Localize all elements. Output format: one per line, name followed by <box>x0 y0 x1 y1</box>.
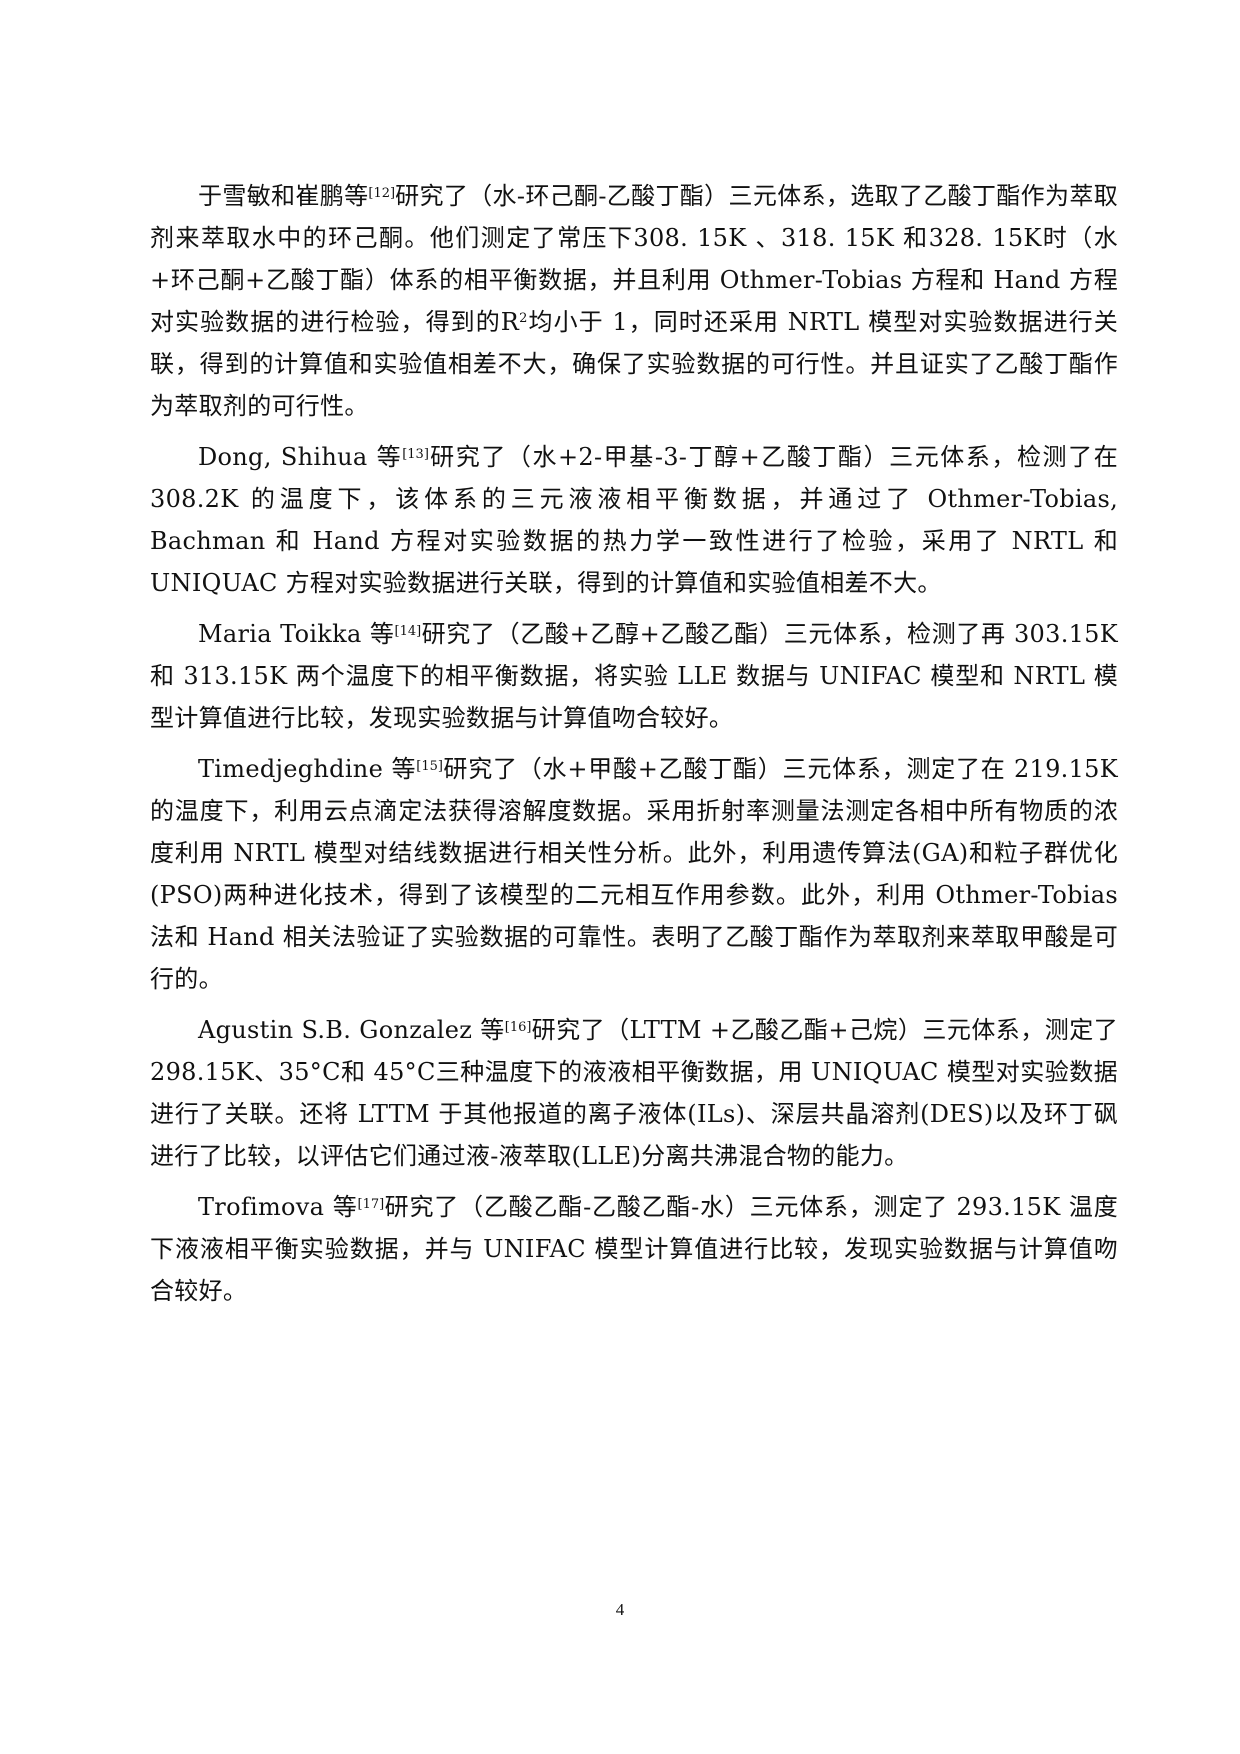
paragraph-3: Maria Toikka 等[14]研究了（乙酸+乙醇+乙酸乙酯）三元体系，检测… <box>150 613 1118 739</box>
paragraph-text: 研究了（乙酸+乙醇+乙酸乙酯）三元体系，检测了再 303.15K 和 313.1… <box>150 620 1118 732</box>
author-text: Dong, Shihua 等 <box>198 443 403 471</box>
paragraph-text: 研究了（乙酸乙酯-乙酸乙酯-水）三元体系，测定了 293.15K 温度下液液相平… <box>150 1193 1118 1305</box>
citation-ref: [16] <box>504 1020 532 1035</box>
paragraph-6: Trofimova 等[17]研究了（乙酸乙酯-乙酸乙酯-水）三元体系，测定了 … <box>150 1186 1118 1312</box>
paragraph-2: Dong, Shihua 等[13]研究了（水+2-甲基-3-丁醇+乙酸丁酯）三… <box>150 436 1118 604</box>
citation-ref: [17] <box>357 1197 385 1212</box>
author-text: Maria Toikka 等 <box>198 620 395 648</box>
page-number: 4 <box>615 1600 625 1619</box>
paragraph-5: Agustin S.B. Gonzalez 等[16]研究了（LTTM +乙酸乙… <box>150 1009 1118 1177</box>
superscript: 2 <box>519 311 528 326</box>
author-text: Trofimova 等 <box>198 1193 358 1221</box>
paragraph-text: 研究了（水+2-甲基-3-丁醇+乙酸丁酯）三元体系，检测了在 308.2K 的温… <box>150 443 1118 597</box>
citation-ref: [12] <box>368 186 396 201</box>
citation-ref: [14] <box>394 624 422 639</box>
paragraph-text: 研究了（水+甲酸+乙酸丁酯）三元体系，测定了在 219.15K 的温度下，利用云… <box>150 755 1118 993</box>
paragraph-4: Timedjeghdine 等[15]研究了（水+甲酸+乙酸丁酯）三元体系，测定… <box>150 748 1118 1000</box>
author-text: 于雪敏和崔鹏等 <box>198 182 369 210</box>
citation-ref: [13] <box>402 447 429 462</box>
document-body: 于雪敏和崔鹏等[12]研究了（水-环己酮-乙酸丁酯）三元体系，选取了乙酸丁酯作为… <box>150 175 1118 1321</box>
author-text: Agustin S.B. Gonzalez 等 <box>198 1016 505 1044</box>
paragraph-1: 于雪敏和崔鹏等[12]研究了（水-环己酮-乙酸丁酯）三元体系，选取了乙酸丁酯作为… <box>150 175 1118 427</box>
paragraph-text-continued: 均小于 1，同时还采用 NRTL 模型对实验数据进行关联，得到的计算值和实验值相… <box>150 308 1118 420</box>
paragraph-text: 研究了（水-环己酮-乙酸丁酯）三元体系，选取了乙酸丁酯作为萃取剂来萃取水中的环己… <box>150 182 1118 336</box>
paragraph-text: 研究了（LTTM +乙酸乙酯+己烷）三元体系，测定了 298.15K、35°C和… <box>150 1016 1118 1170</box>
citation-ref: [15] <box>416 759 443 774</box>
author-text: Timedjeghdine 等 <box>198 755 417 783</box>
